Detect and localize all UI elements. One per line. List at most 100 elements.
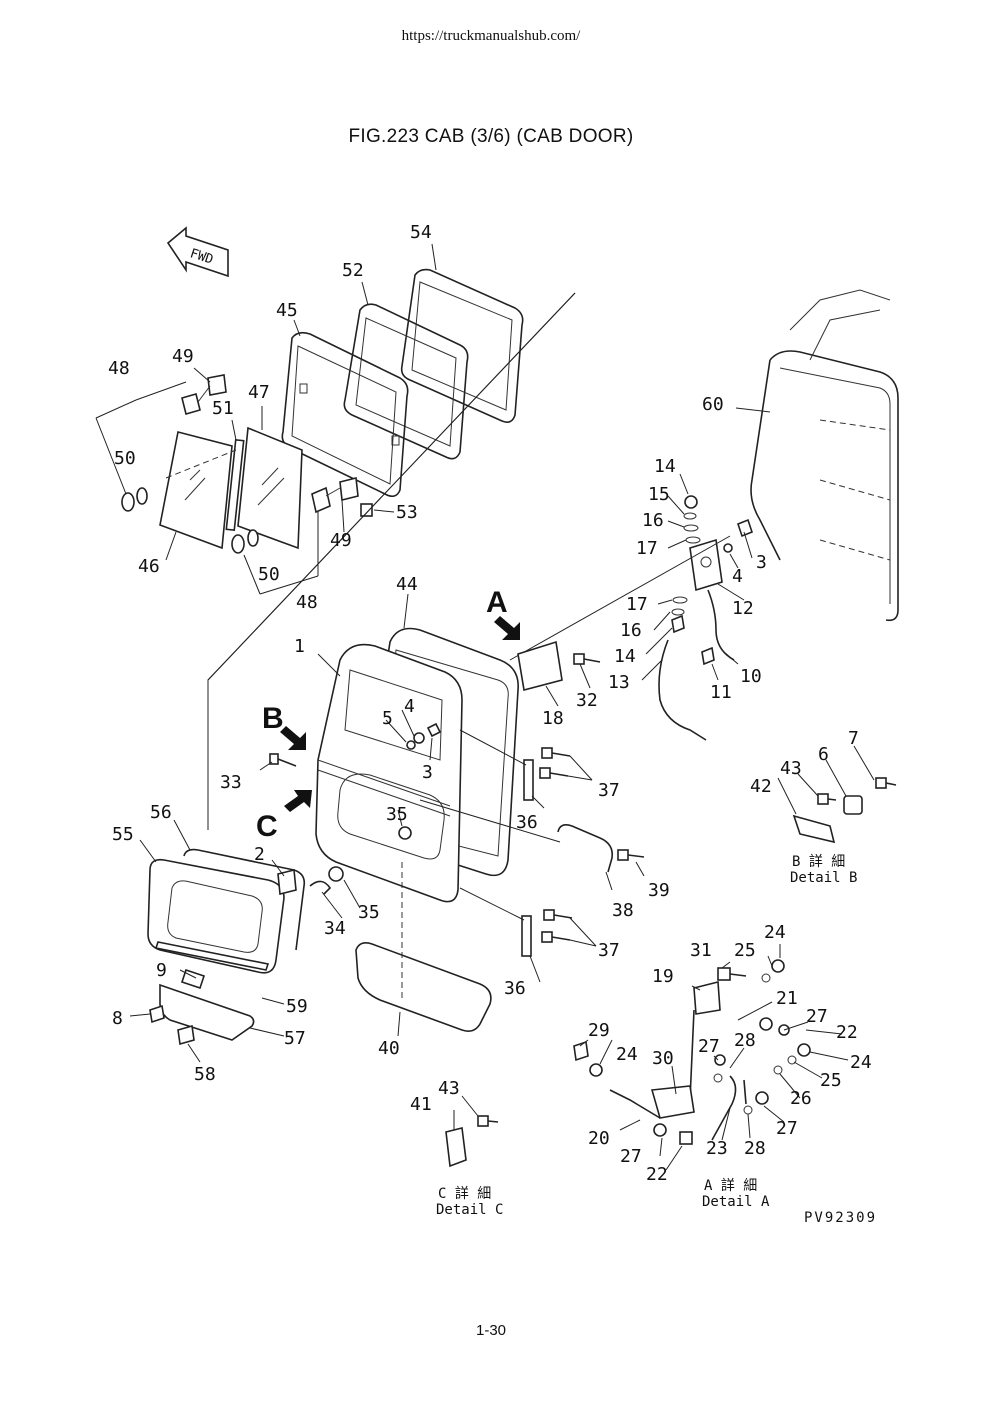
callout-28-lower: 28 xyxy=(744,1138,766,1159)
bolt-33 xyxy=(269,753,297,767)
callout-50-lower: 50 xyxy=(258,564,280,585)
callout-23: 23 xyxy=(706,1138,728,1159)
page-number: 1-30 xyxy=(475,1322,507,1339)
callout-22-right: 22 xyxy=(836,1022,858,1043)
nut-14-lower xyxy=(671,614,685,634)
callout-48-lower: 48 xyxy=(296,592,318,613)
callout-51: 51 xyxy=(212,398,234,419)
callout-31: 31 xyxy=(690,940,712,961)
callout-10: 10 xyxy=(740,666,762,687)
callout-50-upper: 50 xyxy=(114,448,136,469)
callout-34: 34 xyxy=(324,918,346,939)
hinge-36-upper xyxy=(523,759,534,801)
washer-16-upper xyxy=(683,524,699,532)
detail-a-en: Detail A xyxy=(702,1194,770,1210)
callout-30: 30 xyxy=(652,1048,674,1069)
callout-27-mid: 27 xyxy=(698,1036,720,1057)
callout-38: 38 xyxy=(612,900,634,921)
callout-14-upper: 14 xyxy=(654,456,676,477)
view-arrow-A-icon xyxy=(494,616,520,640)
pad-50-upper-a xyxy=(121,492,135,512)
callout-27-right: 27 xyxy=(806,1006,828,1027)
washer-17-lower xyxy=(672,596,688,604)
detail-c-jp: C 詳 細 xyxy=(438,1186,491,1202)
plate-57 xyxy=(159,983,255,1041)
detail-c-drawing xyxy=(445,1115,499,1168)
callout-33: 33 xyxy=(220,772,242,793)
callout-54: 54 xyxy=(410,222,432,243)
callout-17-upper: 17 xyxy=(636,538,658,559)
bolts-37-upper xyxy=(539,747,571,779)
callout-57: 57 xyxy=(284,1028,306,1049)
callout-8: 8 xyxy=(112,1008,123,1029)
strip-59 xyxy=(154,941,270,971)
callout-13: 13 xyxy=(608,672,630,693)
detail-a-drawing xyxy=(573,959,811,1145)
callout-43-c: 43 xyxy=(438,1078,460,1099)
callout-49-upper: 49 xyxy=(172,346,194,367)
callout-46: 46 xyxy=(138,556,160,577)
callout-26: 26 xyxy=(790,1088,812,1109)
callout-19: 19 xyxy=(652,966,674,987)
latch-48-lower xyxy=(311,477,359,514)
leader-lines xyxy=(95,243,875,1171)
callout-2: 2 xyxy=(254,844,265,865)
detail-c-en: Detail C xyxy=(436,1202,503,1218)
glass-47 xyxy=(237,426,303,550)
callout-55: 55 xyxy=(112,824,134,845)
source-url: https://truckmanualshub.com/ xyxy=(401,28,581,44)
nut-14-upper xyxy=(684,495,698,509)
callout-47: 47 xyxy=(248,382,270,403)
callout-27-lower-left: 27 xyxy=(620,1146,642,1167)
callout-25-right: 25 xyxy=(820,1070,842,1091)
view-arrow-B-icon xyxy=(280,726,306,750)
callout-52: 52 xyxy=(342,260,364,281)
callout-18: 18 xyxy=(542,708,564,729)
callout-35-upper: 35 xyxy=(386,804,408,825)
glass-frame-55 xyxy=(147,858,285,974)
striker-18 xyxy=(517,640,563,691)
glass-46 xyxy=(159,431,233,550)
callout-16-upper: 16 xyxy=(642,510,664,531)
door-1 xyxy=(315,643,463,903)
callout-36-upper: 36 xyxy=(516,812,538,833)
callout-6: 6 xyxy=(818,744,829,765)
grommet-58 xyxy=(177,1024,195,1046)
callout-35-lower: 35 xyxy=(358,902,380,923)
fwd-arrow-icon: FWD xyxy=(166,226,229,278)
grommet-35-lower xyxy=(328,866,344,882)
nut-3-lock xyxy=(737,518,753,538)
callout-12: 12 xyxy=(732,598,754,619)
callout-21: 21 xyxy=(776,988,798,1009)
callout-60: 60 xyxy=(702,394,724,415)
hinge-36-lower xyxy=(521,915,532,957)
callout-40: 40 xyxy=(378,1038,400,1059)
callout-29: 29 xyxy=(588,1020,610,1041)
callout-53: 53 xyxy=(396,502,418,523)
callout-16-lower: 16 xyxy=(620,620,642,641)
window-seal-52 xyxy=(343,303,469,460)
view-label-A: A xyxy=(486,586,508,619)
callout-24-top: 24 xyxy=(764,922,786,943)
callout-56: 56 xyxy=(150,802,172,823)
pad-50-lower-a xyxy=(231,534,245,554)
callout-32: 32 xyxy=(576,690,598,711)
part-9 xyxy=(180,968,206,990)
washer-15 xyxy=(683,512,697,520)
washer-17-upper xyxy=(685,536,701,544)
callout-4-door: 4 xyxy=(404,696,415,717)
callout-7: 7 xyxy=(848,728,859,749)
callout-37-lower: 37 xyxy=(598,940,620,961)
callout-15: 15 xyxy=(648,484,670,505)
callout-11: 11 xyxy=(710,682,732,703)
washer-5 xyxy=(406,740,416,750)
latch-48-upper xyxy=(181,374,227,415)
callout-48-upper: 48 xyxy=(108,358,130,379)
callout-42: 42 xyxy=(750,776,772,797)
detail-a-jp: A 詳 細 xyxy=(704,1178,757,1194)
callout-45: 45 xyxy=(276,300,298,321)
callout-4-lock: 4 xyxy=(732,566,743,587)
lock-12 xyxy=(689,538,723,592)
view-label-B: B xyxy=(262,702,284,735)
